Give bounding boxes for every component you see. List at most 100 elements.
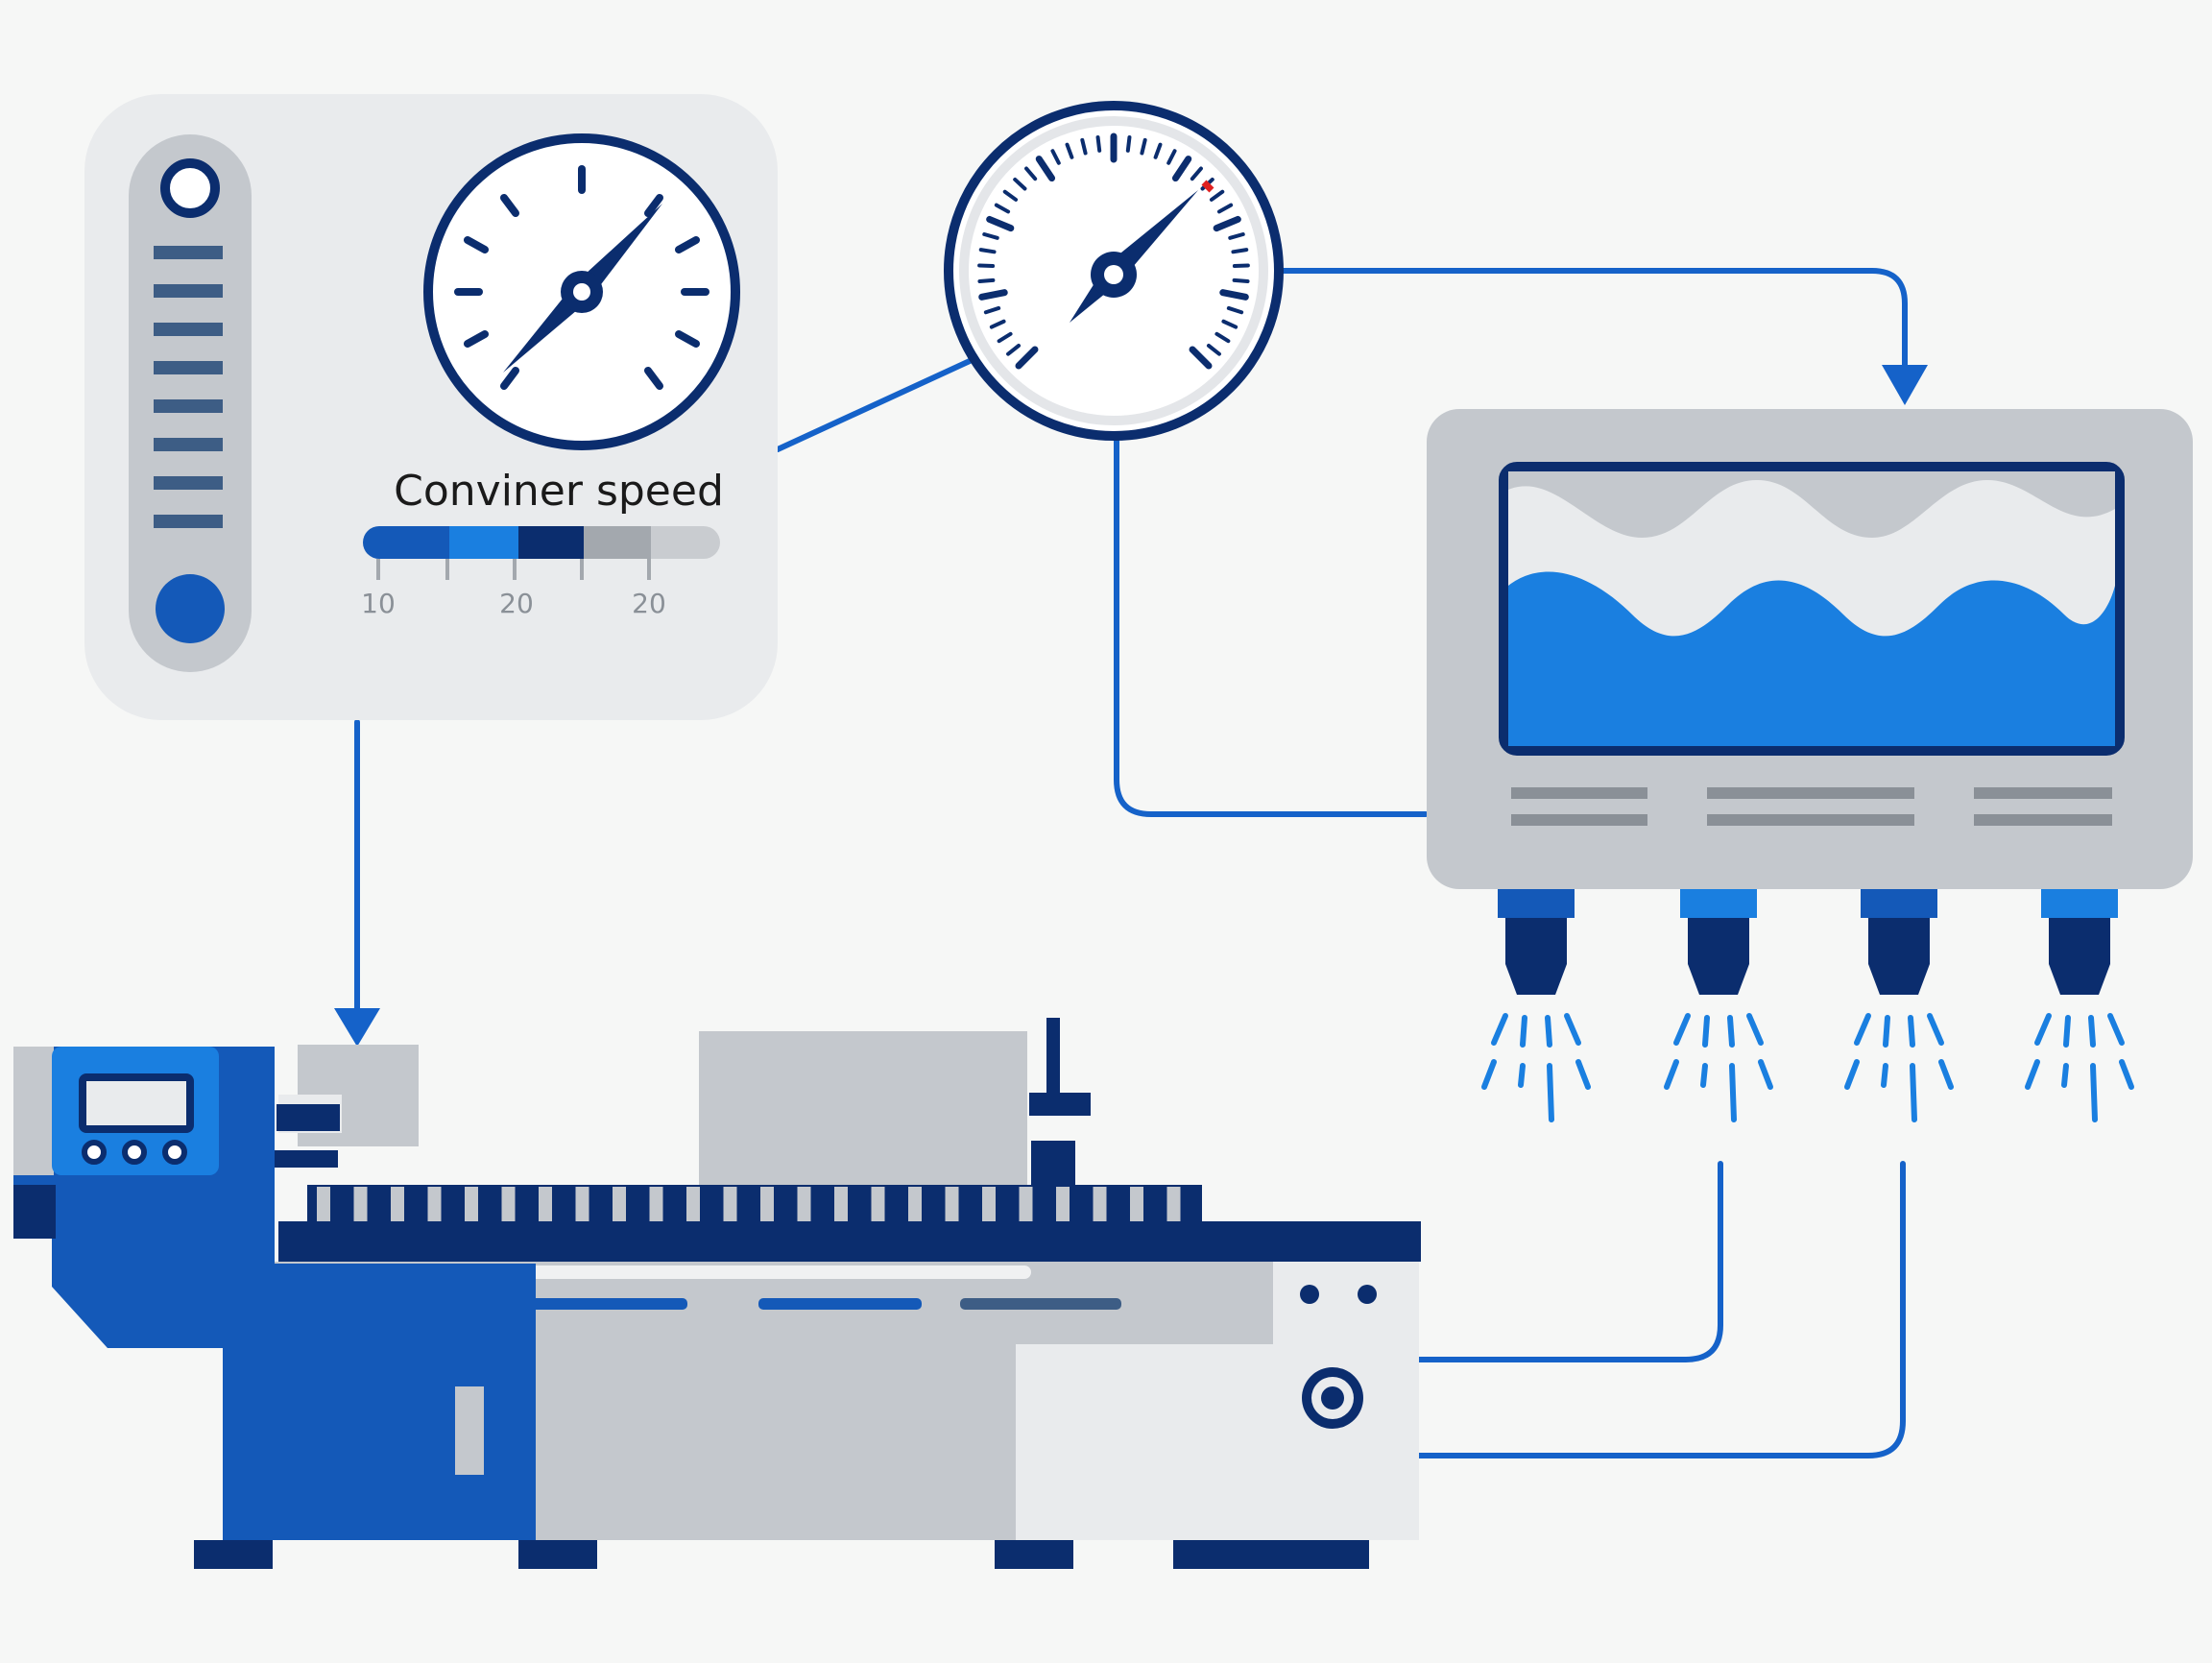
indicator-light [1358,1285,1377,1304]
slider-knob[interactable] [156,574,225,643]
water-tank-icon [1427,409,2193,889]
gauge-tick [997,331,1013,344]
conveyor-roller [539,1187,552,1221]
slider-top-indicator [160,158,220,218]
conveyor-roller [317,1187,330,1221]
gauge-tick [978,289,1008,301]
tank-upper-wave [1508,471,2115,538]
gauge-tick [994,203,1011,214]
gauge-tick [1231,248,1249,254]
gauge-tick [986,215,1015,232]
water-spray [1664,1013,1773,1122]
spray-nozzle-icon [1844,889,1954,1122]
gauge-tick [1153,142,1163,159]
top-pressure-gauge-icon [944,101,1284,441]
conveyor-roller [465,1187,478,1221]
conveyor-roller [1019,1187,1033,1221]
gauge-tick [1226,305,1244,315]
conveyor-roller [834,1187,848,1221]
gauge-tick [1214,331,1231,344]
gauge-tick [977,277,996,283]
water-spray [2025,1013,2134,1122]
conveyor-roller [908,1187,922,1221]
gauge-tick [1006,344,1022,356]
connector-panel-to-gauge [775,358,973,452]
gauge-redline [1201,180,1214,193]
tank-water [1508,571,2115,746]
arrowhead-gauge-to-tank [1882,365,1928,405]
conveyor-roller [1093,1187,1107,1221]
gauge-tick [1002,189,1019,202]
arrowhead-panel-to-machine [334,1008,380,1047]
control-unit-buttons[interactable] [82,1140,187,1165]
connector-tank-to-machine-2 [1416,1161,1906,1458]
speed-scale-label-3: 20 [632,588,666,619]
gauge-tick [977,263,996,269]
gauge-tick [1080,137,1088,156]
conveyor-roller [982,1187,996,1221]
connector-gauge-down-to-tank [1114,437,1429,817]
machine-feet [194,1540,1369,1569]
gauge-tick [1166,149,1177,165]
conveyor-roller [797,1187,811,1221]
tank-vent-lines [1511,787,2112,826]
gauge-ticks [454,165,709,390]
conveyor-rollers [317,1187,1181,1221]
gauge-tick [1189,346,1213,370]
gauge-tick [1015,346,1039,370]
speed-bar-ticks [376,559,651,580]
connector-tank-to-machine-1 [1416,1161,1723,1362]
conveyor-roller [1166,1187,1181,1221]
conveyor-roller [613,1187,626,1221]
control-unit-display [79,1073,194,1133]
conveyor-roller [1056,1187,1070,1221]
control-panel: Conviner speed 10 20 20 [84,94,778,720]
gauge-tick [1140,137,1147,156]
gauge-tick [1228,231,1245,240]
gauge-tick [1013,177,1027,191]
speed-scale-label-2: 20 [499,588,534,619]
speed-scale-label-1: 10 [361,588,396,619]
machine-slots [524,1298,1121,1310]
gauge-tick [1171,156,1192,182]
conveyor-machine-icon [13,1018,1421,1569]
machine-lower-panel [536,1314,1016,1540]
spray-nozzle-icon [1481,889,1591,1122]
conveyor-roller [760,1187,774,1221]
conveyor-roller [575,1187,589,1221]
gauge-tick [1213,215,1241,232]
gauge-tick [1125,134,1132,153]
indicator-light [1300,1285,1319,1304]
gauge-tick [983,305,1001,315]
spray-nozzle-icon [1664,889,1773,1122]
connector-gauge-to-tank [1280,268,1908,379]
conveyor-speed-label: Conviner speed [394,467,724,516]
gauge-tick [978,248,997,254]
gauge-tick [1209,189,1225,202]
conveyor-roller [686,1187,700,1221]
gauge-tick [1206,344,1221,356]
gauge-tick [1050,149,1061,165]
gauge-tick [1216,203,1234,214]
conveyor-roller [649,1187,663,1221]
gauge-ticks [977,133,1250,370]
conveyor-roller [427,1187,442,1221]
left-pressure-gauge-icon [423,133,740,450]
conveyor-roller [723,1187,737,1221]
gauge-tick [1024,166,1038,181]
gauge-tick [1232,263,1250,269]
connector-lines [354,268,1908,1458]
water-spray [1481,1013,1591,1122]
speed-bar[interactable] [363,526,720,580]
motor-icon [1302,1367,1363,1429]
spray-nozzle-icon [2025,889,2134,1122]
gauge-tick [1232,277,1250,283]
spray-nozzles [1481,889,2134,1122]
vertical-level-slider[interactable] [129,134,252,672]
conveyor-roller [501,1187,516,1221]
conveyor-roller [391,1187,404,1221]
gauge-tick [1065,142,1074,159]
slider-level-bars [154,246,223,528]
